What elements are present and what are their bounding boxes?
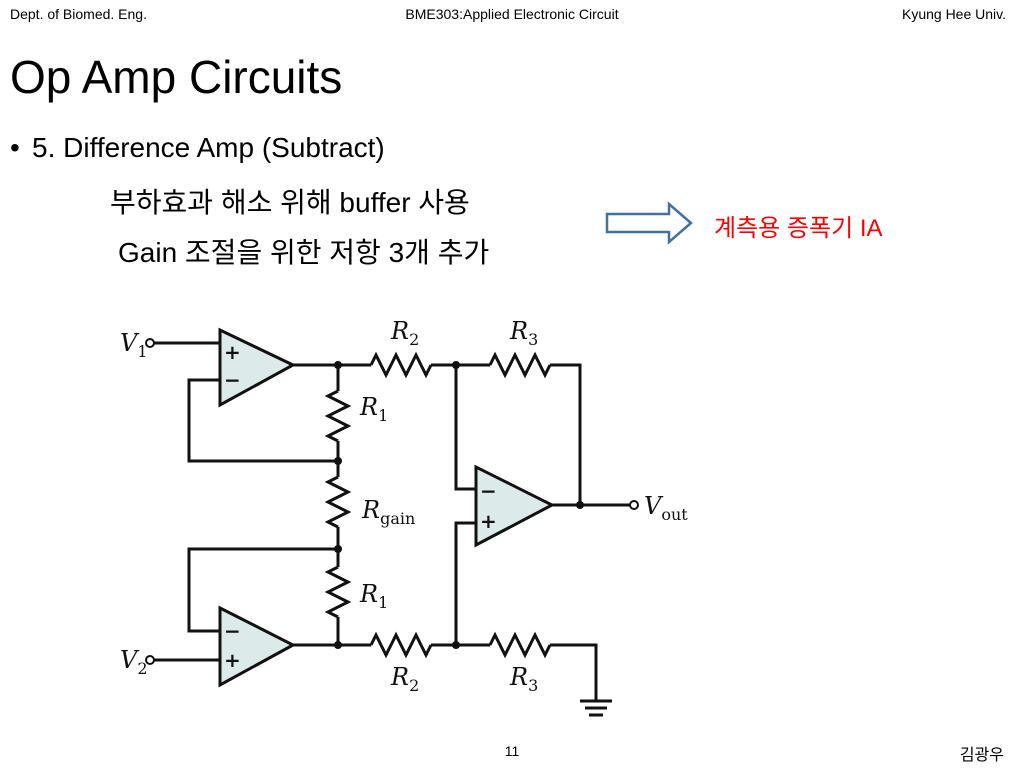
junction-dot [576,501,584,509]
wire-diff-noninverting [454,521,476,645]
minus-sign: − [224,368,241,392]
label-v1: V1 [120,329,148,361]
right-arrow-icon [605,201,693,245]
resistor-r3-bottom [488,631,552,659]
label-rgain: Rgain [361,496,415,528]
terminal-vout [629,500,639,510]
label-vout: Vout [644,492,688,524]
label-r3-top: R3 [509,317,538,349]
bullet-text: 5. Difference Amp (Subtract) [32,132,385,163]
bullet-dot: • [10,132,20,163]
junction-dot [334,545,342,553]
header-department: Dept. of Biomed. Eng. [10,6,147,22]
label-r1-top: R1 [359,393,388,425]
note-line-buffer: 부하효과 해소 위해 buffer 사용 [110,187,470,218]
bullet-item: • 5. Difference Amp (Subtract) [10,132,385,164]
junction-dot [334,641,342,649]
wire-r3-feedback [550,363,582,505]
wire-ground [550,643,598,700]
header-university: Kyung Hee Univ. [901,6,1006,22]
junction-dot [334,457,342,465]
resistor-r1-bottom [324,565,352,619]
instrumentation-amp-label: 계측용 증폭기 IA [714,215,883,242]
instrumentation-amplifier-circuit: + − − + − + V1 V2 Vout R2 R3 R1 Rgain R1… [120,317,688,717]
minus-sign: − [224,619,241,643]
minus-sign: − [480,479,497,503]
resistor-r2-top [369,351,433,379]
resistor-r2-bottom [369,631,433,659]
resistor-rgain [324,475,352,529]
page-number: 11 [504,743,520,759]
opamp-buffer-2 [218,605,297,688]
plus-sign: + [480,509,497,533]
opamp-buffer-1 [218,327,297,408]
resistor-r3-top [488,351,552,379]
label-r2-bottom: R2 [390,663,419,695]
label-r1-bottom: R1 [359,580,388,612]
header-course: BME303:Applied Electronic Circuit [405,6,619,22]
junction-dot [334,361,342,369]
plus-sign: + [224,648,241,672]
label-v2: V2 [120,646,148,678]
junction-dot [452,361,460,369]
opamp-difference [474,464,556,548]
plus-sign: + [224,340,241,364]
note-line-gain: Gain 조절을 위한 저항 3개 추가 [118,237,490,268]
label-r3-bottom: R3 [509,663,538,695]
resistor-r1-top [324,389,352,443]
wire-buffer2-feedback [187,547,338,633]
wire-diff-inverting [454,365,476,491]
terminal-v1 [145,338,155,348]
junction-dot [452,641,460,649]
slide-title: Op Amp Circuits [10,51,343,103]
label-r2-top: R2 [390,317,419,349]
author-name: 김광우 [959,747,1004,764]
wire-buffer1-feedback [187,378,338,463]
terminal-v2 [145,655,155,665]
